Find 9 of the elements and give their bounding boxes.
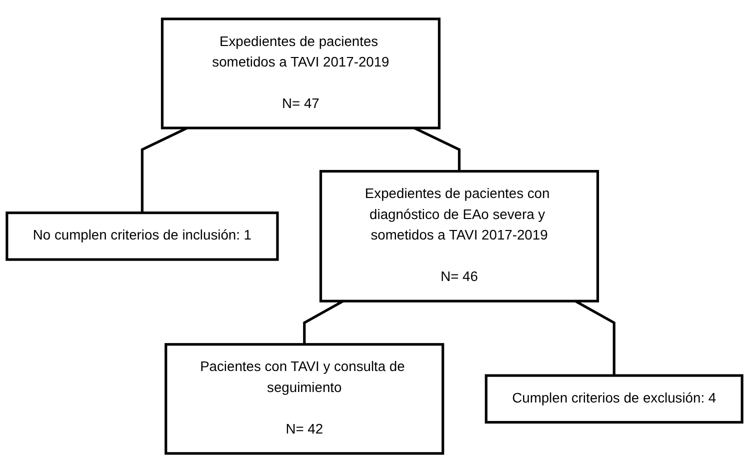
node-box: Cumplen criterios de exclusión: 4 bbox=[484, 374, 744, 424]
connector bbox=[303, 300, 344, 345]
node-box: No cumplen criterios de inclusión: 1 bbox=[6, 212, 279, 262]
node-box: Expedientes de pacientes con diagnóstico de EAo severa y sometidos a TAVI 2017-2019 N= 46 bbox=[319, 170, 600, 303]
connector bbox=[414, 127, 461, 172]
node-box: Pacientes con TAVI y consulta de seguimiento N= 42 bbox=[164, 343, 444, 456]
connector bbox=[574, 300, 616, 376]
connector bbox=[140, 127, 188, 214]
node-box: Expedientes de pacientes sometidos a TAVI 2017-2019 N= 47 bbox=[160, 18, 440, 130]
